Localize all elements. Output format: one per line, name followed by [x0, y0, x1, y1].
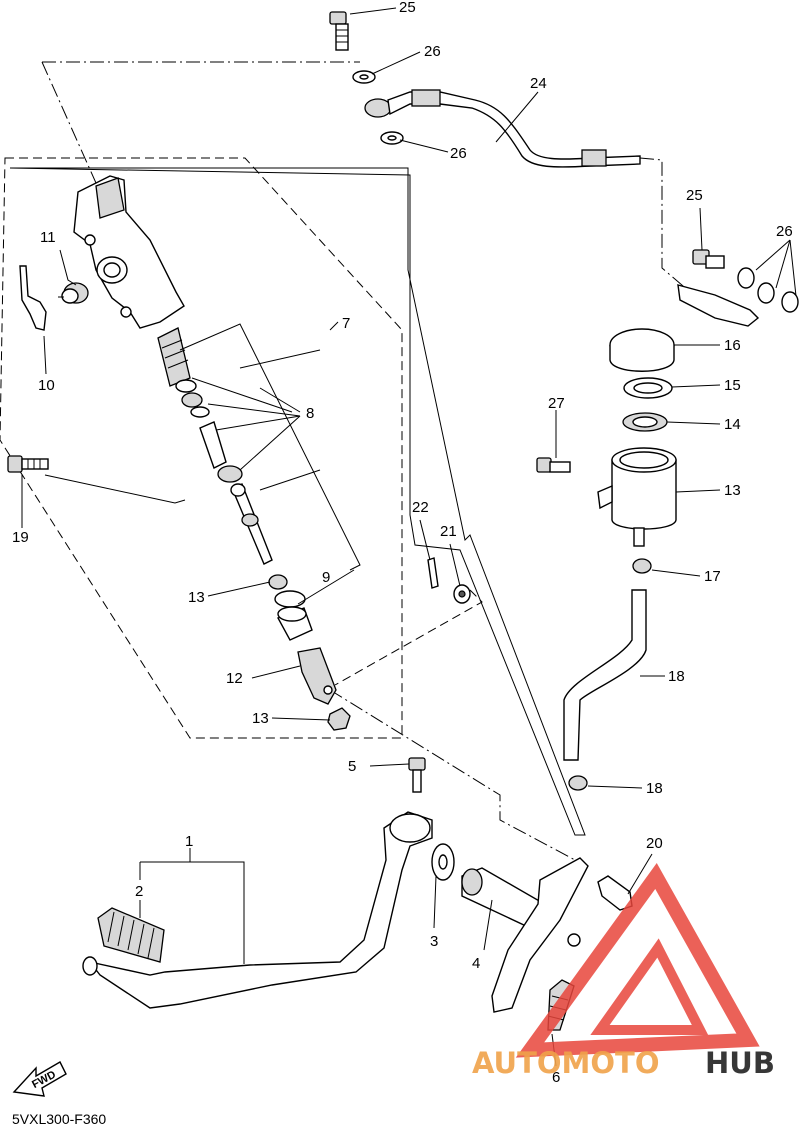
- clevis-nut: [327, 707, 351, 731]
- brake-hose: [364, 89, 641, 168]
- callout-17: 16: [724, 337, 741, 354]
- mounting-bolt: [7, 455, 49, 473]
- piston-seal: [217, 465, 243, 483]
- callout-8: 8: [306, 405, 314, 422]
- union-bolt-upper: [329, 11, 349, 51]
- callout-20: 19: [12, 529, 29, 546]
- hose-clamp-upper: [632, 558, 652, 574]
- watermark-text-hub: HUB: [705, 1046, 775, 1080]
- callout-25-top: 25: [399, 0, 416, 16]
- washer-lower-a: [737, 267, 755, 289]
- callout-12: 12: [226, 670, 243, 687]
- reservoir-tank: [597, 447, 677, 547]
- piston-cup-b: [181, 392, 203, 408]
- callout-1: 1: [185, 833, 193, 850]
- clevis: [297, 647, 337, 705]
- rod-reference-line: [329, 689, 576, 861]
- callout-3: 3: [430, 933, 438, 950]
- callout-26-right: 26: [776, 223, 793, 240]
- callout-13-lower: 13: [252, 710, 269, 727]
- callout-9: 9: [322, 569, 330, 586]
- piston-cup-c: [190, 406, 210, 418]
- washer-lower-b: [757, 282, 775, 304]
- master-cylinder-body: [73, 175, 185, 329]
- master-cylinder-group-outline: [9, 167, 586, 836]
- watermark-logo: [515, 863, 760, 1058]
- brake-pedal: [88, 811, 433, 1009]
- callout-18-lower: 18: [646, 780, 663, 797]
- callout-26-middle: 26: [450, 145, 467, 162]
- rod-nut: [268, 574, 288, 590]
- reservoir-bolt: [536, 457, 571, 473]
- callout-7: 7: [342, 315, 350, 332]
- callout-2: 2: [135, 883, 143, 900]
- piston-cup-a: [175, 379, 197, 393]
- banjo-reference-line: [41, 61, 101, 193]
- hose-end-reference-line: [639, 157, 691, 293]
- callout-14: 13: [724, 482, 741, 499]
- callout-21: 20: [646, 835, 663, 852]
- watermark-text-automoto: AUTOMOTO: [472, 1046, 659, 1080]
- hose-end-fitting: [677, 284, 760, 327]
- reservoir-hose: [563, 589, 647, 761]
- washer-lower-c: [781, 291, 799, 313]
- piston: [199, 421, 227, 469]
- callout-15: 14: [724, 416, 741, 433]
- drawing-code: 5VXL300-F360: [12, 1111, 106, 1127]
- bolt20-reference-line: [44, 474, 186, 504]
- piston-spring: [157, 327, 191, 387]
- callout-13-upper: 13: [188, 589, 205, 606]
- cotter-pin: [427, 557, 439, 589]
- pedal-bolt: [408, 757, 426, 793]
- callout-25-right: 25: [686, 187, 703, 204]
- callout-4: 4: [472, 955, 480, 972]
- pin22-reference-line: [334, 589, 483, 686]
- callout-24: 24: [530, 75, 547, 92]
- fwd-arrow-icon: FWD: [12, 1061, 67, 1097]
- hose-clamp-lower: [568, 775, 588, 791]
- callout-16: 15: [724, 377, 741, 394]
- callout-labels: 25 26 26 24 25 26 16 15 14 13 27 17 18 1…: [12, 0, 793, 1086]
- circlip: [274, 590, 306, 608]
- callout-22: 21: [440, 523, 457, 540]
- pedal-shaft: [461, 857, 589, 1013]
- callout-23: 22: [412, 499, 429, 516]
- callout-18-upper: 17: [704, 568, 721, 585]
- master-cylinder-assembly-outline: [0, 157, 403, 739]
- callout-11: 11: [40, 229, 56, 246]
- callout-26-top: 26: [424, 43, 441, 60]
- pedal-rubber: [97, 907, 165, 963]
- bleed-screw: [58, 282, 89, 304]
- watermark-triangle-icon: [515, 863, 760, 1058]
- callout-6: 6: [552, 1069, 560, 1086]
- union-bolt-lower: [692, 249, 725, 269]
- callout-10: 10: [38, 377, 55, 394]
- callout-5: 5: [348, 758, 356, 775]
- callout-19: 18: [668, 668, 685, 685]
- bleed-cap: [19, 265, 47, 331]
- callout-27: 27: [548, 395, 565, 412]
